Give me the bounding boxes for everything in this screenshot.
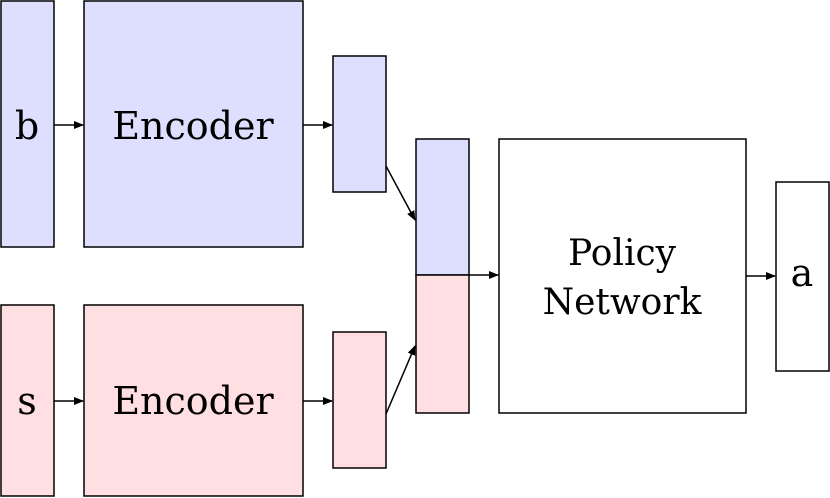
policy-network-label-line1: Policy — [568, 233, 677, 274]
encoder-top-label: Encoder — [112, 104, 274, 148]
policy-network-label-line2: Network — [543, 282, 703, 323]
input-s-label: s — [17, 379, 37, 423]
output-a-label: a — [791, 251, 814, 295]
encoder-bottom-box — [83, 304, 304, 497]
input-b-box — [0, 0, 55, 248]
arrow-embedding-top-to-concat — [385, 165, 416, 221]
encoder-top-box — [83, 0, 304, 248]
embedding-bottom-box — [332, 331, 387, 469]
arrow-embedding-bottom-to-concat — [385, 345, 416, 415]
concat-top-half — [415, 138, 470, 276]
concat-bottom-half — [415, 274, 470, 414]
policy-network-box — [498, 138, 747, 414]
output-a-box — [775, 181, 830, 372]
encoder-bottom-label: Encoder — [112, 379, 274, 423]
input-b-label: b — [15, 104, 39, 148]
input-s-box — [0, 304, 55, 497]
embedding-top-box — [332, 55, 387, 193]
